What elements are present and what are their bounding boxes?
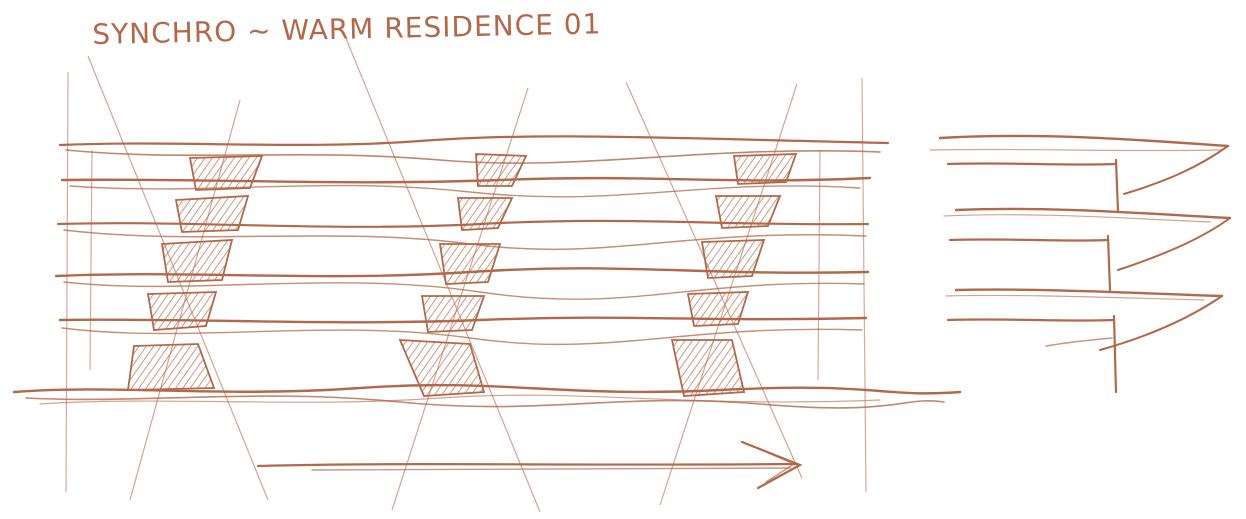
hatched-wedge: [188, 155, 264, 191]
hatched-wedge: [174, 195, 250, 233]
ground-line: [12, 383, 962, 395]
ground-line: [25, 395, 945, 409]
hatched-wedge: [714, 195, 782, 229]
hatched-wedge: [126, 343, 216, 391]
movement-arrow: [256, 440, 803, 490]
hatched-wedge: [700, 239, 766, 279]
section-level: [1106, 234, 1112, 292]
section-level: [1123, 145, 1229, 195]
section-level: [1045, 337, 1113, 347]
hatched-wedge: [686, 291, 750, 327]
arrow-shaft: [256, 462, 798, 468]
hatched-wedge: [160, 239, 234, 283]
hatched-wedge: [732, 153, 798, 185]
floor-line: [58, 135, 890, 147]
section-level: [938, 134, 1230, 148]
ground-line: [39, 394, 881, 405]
arrow-shaft: [311, 467, 791, 471]
hatched-wedge: [420, 295, 486, 333]
section-level: [1099, 295, 1223, 351]
hatched-wedge: [456, 197, 514, 231]
section-level: [954, 288, 1224, 298]
section-level: [1114, 158, 1120, 214]
floor-line: [61, 327, 863, 346]
floor-line: [63, 281, 865, 300]
section-sketch: [929, 134, 1232, 394]
floor-line: [69, 184, 861, 198]
hatched-openings: [126, 153, 798, 397]
section-level: [929, 148, 1221, 152]
arrow-head: [751, 445, 796, 483]
hatched-wedge: [398, 339, 486, 397]
section-level: [945, 294, 1205, 301]
hatched-wedge: [146, 291, 218, 331]
section-level: [946, 162, 1118, 166]
section-level: [948, 238, 1110, 242]
section-level: [1112, 314, 1118, 394]
section-level: [1117, 217, 1231, 271]
section-level: [954, 207, 1232, 220]
section-level: [943, 214, 1211, 223]
hatched-wedge: [438, 243, 502, 285]
floor-line: [65, 149, 881, 164]
section-level: [946, 318, 1116, 322]
hatched-wedge: [475, 153, 528, 187]
hatched-wedge: [670, 339, 746, 397]
